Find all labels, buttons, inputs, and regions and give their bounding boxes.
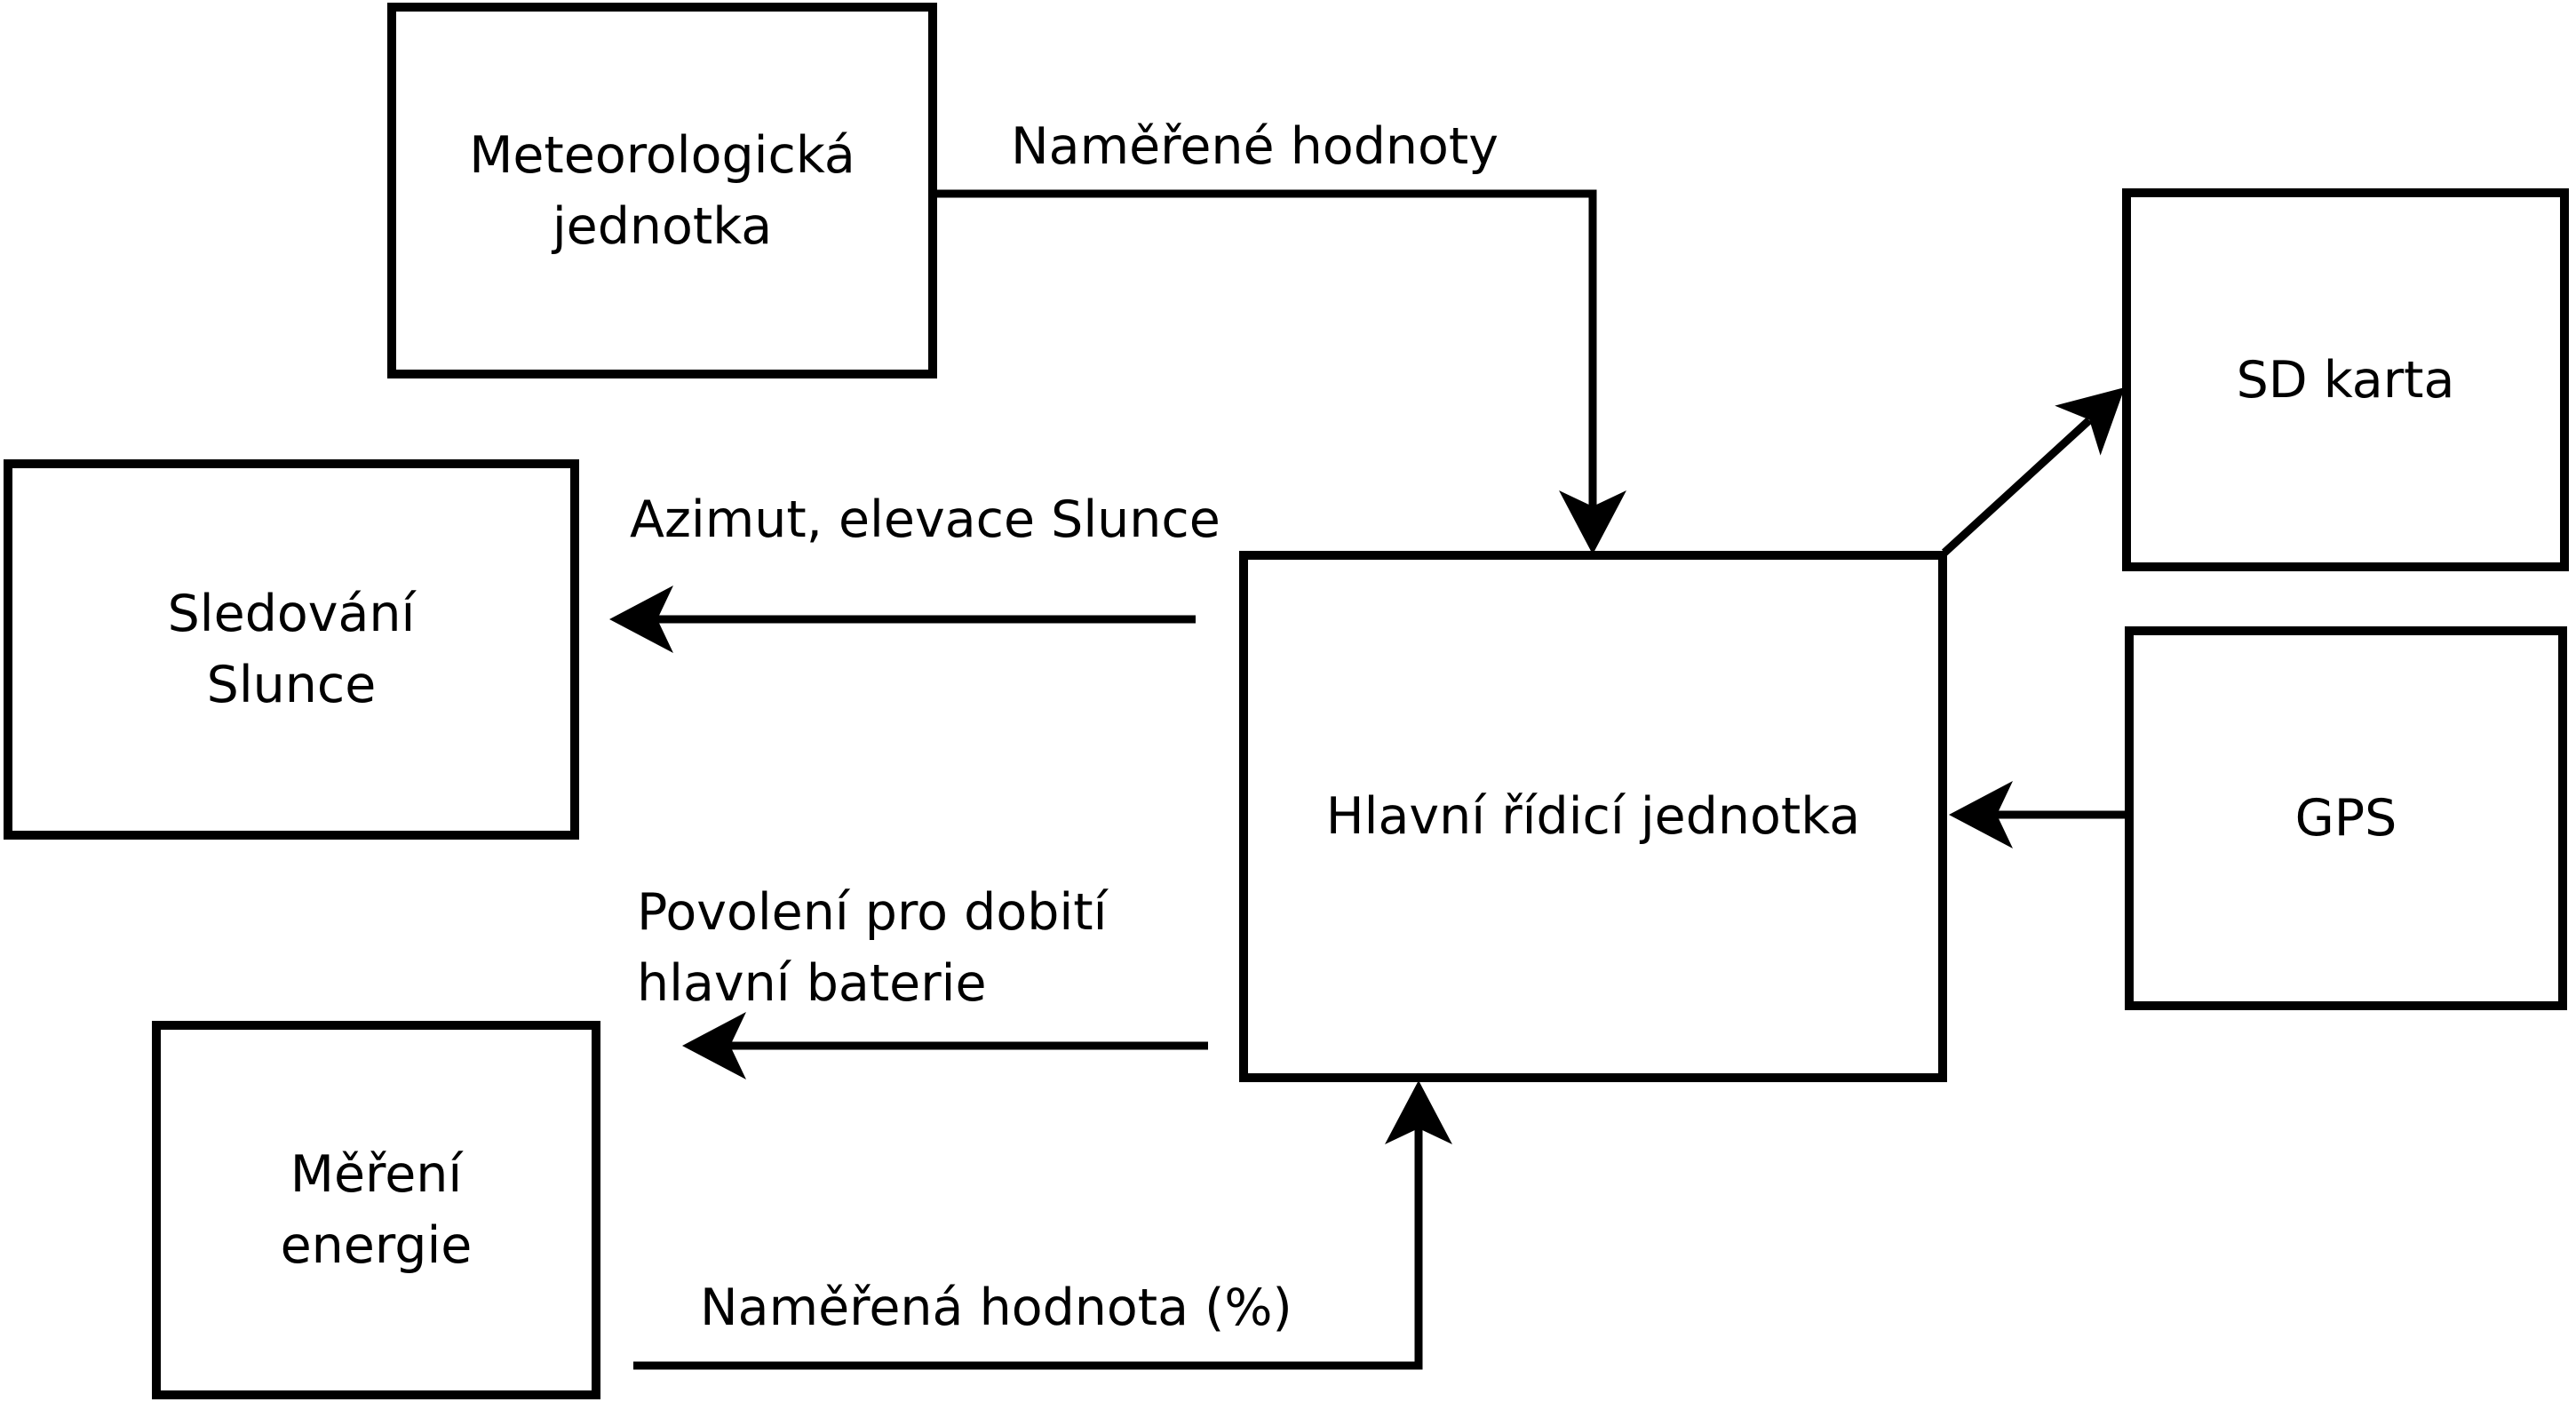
edge-label-line: Povolení pro dobití	[637, 883, 1108, 942]
box-label-line: Měření	[290, 1145, 463, 1204]
box-label-line: Hlavní řídicí jednotka	[1325, 787, 1861, 846]
arrow-mereni-to-main	[633, 1080, 1452, 1370]
box-label-line: Slunce	[206, 656, 377, 714]
edge-label-povoleni-pro-dobiti: Povolení pro dobití hlavní baterie	[637, 877, 1107, 1019]
box-sd-karta: SD karta	[2122, 188, 2569, 571]
box-label-line: Meteorologická	[469, 125, 855, 185]
arrow-main-to-sledovani	[609, 585, 1196, 653]
box-label-line: jednotka	[552, 196, 773, 256]
arrow-main-to-povoleni	[682, 1012, 1208, 1079]
box-mereni-energie: Měření energie	[152, 1021, 600, 1399]
box-label-line: SD karta	[2236, 350, 2455, 410]
box-gps: GPS	[2125, 626, 2567, 1010]
arrow-meteo-to-main	[936, 189, 1626, 554]
edge-label-namerena-hodnota: Naměřená hodnota (%)	[700, 1279, 1292, 1337]
edge-label-azimut-elevace-slunce: Azimut, elevace Slunce	[630, 490, 1220, 549]
box-label-line: energie	[280, 1216, 473, 1275]
arrow-main-to-sd	[1941, 387, 2125, 556]
edge-label-line: hlavní baterie	[637, 954, 987, 1013]
arrow-gps-to-main	[1949, 781, 2129, 848]
box-meteorologicka-jednotka: Meteorologická jednotka	[387, 3, 937, 378]
box-sledovani-slunce: Sledování Slunce	[4, 459, 579, 840]
box-hlavni-ridici-jednotka: Hlavní řídicí jednotka	[1239, 551, 1947, 1082]
box-label-line: GPS	[2294, 789, 2397, 848]
box-label-line: Sledování	[167, 585, 416, 643]
edge-label-namerene-hodnoty: Naměřené hodnoty	[1011, 117, 1499, 176]
